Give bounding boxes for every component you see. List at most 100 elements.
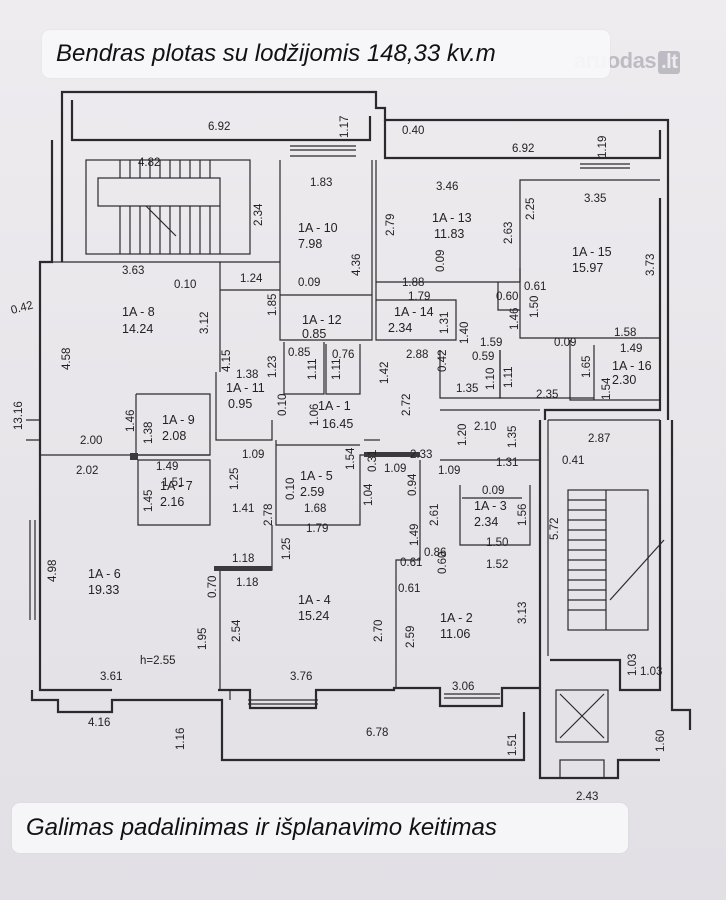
dimension-label: 1.51 (162, 477, 184, 489)
room-label: 1A - 7 (160, 479, 193, 493)
dimension-label: 1.11 (331, 358, 343, 380)
dimension-label: 0.40 (402, 125, 424, 137)
dimension-label: 1.23 (267, 356, 279, 378)
dimension-label: 0.70 (207, 576, 219, 598)
outer-walls (30, 90, 692, 780)
room-label: 1A - 15 (572, 245, 612, 259)
dimension-label: 1.41 (232, 503, 254, 515)
dimension-label: 0.61 (398, 583, 420, 595)
dimension-label: 2.59 (405, 626, 417, 648)
room-label: 1A - 6 (88, 567, 121, 581)
dimension-label: 3.35 (584, 193, 606, 205)
room-area: 2.30 (612, 373, 636, 387)
dimension-label: 0.09 (435, 250, 447, 272)
dimension-label: 2.70 (373, 620, 385, 642)
dimension-label: 1.11 (307, 358, 319, 380)
dimension-label: 1.95 (197, 628, 209, 650)
room-area: 11.83 (434, 227, 464, 241)
dimension-labels: 6.92 1.17 0.40 6.92 1.19 4.82 2.34 1.83 … (10, 116, 667, 803)
dimension-label: 1.31 (496, 457, 518, 469)
room-area: 0.85 (302, 327, 326, 341)
room-area: 19.33 (88, 583, 119, 597)
dimension-label: 2.34 (253, 203, 265, 226)
dimension-label: 2.87 (588, 433, 610, 445)
room-labels: 1A - 1 16.45 1A - 2 11.06 1A - 3 2.34 1A… (88, 211, 652, 641)
dimension-label: 1.10 (485, 368, 497, 390)
watermark-tld: .lt (658, 51, 681, 74)
dimension-label: 1.25 (281, 538, 293, 560)
interior-walls (40, 160, 660, 700)
dimension-label: 0.10 (277, 394, 289, 416)
room-label: 1A - 9 (162, 413, 195, 427)
dimension-label: 0.94 (407, 473, 419, 496)
dimension-label: 4.82 (138, 157, 160, 169)
dimension-label: 1.09 (438, 465, 460, 477)
dimension-label: 1.79 (408, 291, 430, 303)
dimension-label: 1.46 (509, 308, 521, 330)
dimension-label: 0.59 (472, 351, 494, 363)
dimension-label: 2.25 (525, 198, 537, 220)
room-label: 1A - 3 (474, 499, 507, 513)
total-area-caption: Bendras plotas su lodžijomis 148,33 kv.m (56, 40, 496, 67)
dimension-label: 1.31 (439, 312, 451, 334)
dimension-label: 1.09 (242, 449, 264, 461)
dimension-label: 0.42 (437, 350, 449, 372)
dimension-label: 1.35 (456, 383, 478, 395)
dimension-label: 1.42 (379, 362, 391, 384)
room-area: 2.16 (160, 495, 184, 509)
room-area: 2.34 (474, 515, 498, 529)
dimension-label: 1.40 (459, 322, 471, 344)
dimension-label: 5.72 (549, 518, 561, 540)
dimension-label: 4.16 (88, 717, 110, 729)
dimension-label: 1.18 (236, 577, 258, 589)
dimension-label: 1.88 (402, 277, 424, 289)
dimension-label: 1.24 (240, 273, 263, 285)
dimension-label: 2.78 (263, 504, 275, 526)
dimension-label: 0.61 (524, 281, 546, 293)
hatched-walls (130, 452, 420, 571)
dimension-label: 0.41 (562, 455, 584, 467)
dimension-label: 1.17 (339, 116, 351, 138)
dimension-label: 1.49 (156, 461, 178, 473)
dimension-label: 2.10 (474, 421, 496, 433)
dimension-label: 1.56 (517, 504, 529, 526)
dimension-label: 1.04 (363, 483, 375, 506)
dimension-label: 1.06 (309, 404, 321, 426)
room-area: 2.34 (388, 321, 412, 335)
room-area: 15.97 (572, 261, 603, 275)
dimension-label: 2.43 (576, 791, 598, 803)
dimension-label: 2.79 (385, 214, 397, 236)
dimension-label: 4.58 (61, 348, 73, 370)
room-label: 1A - 4 (298, 593, 331, 607)
dimension-label: 13.16 (13, 401, 25, 430)
room-label: 1A - 12 (302, 313, 342, 327)
dimension-label: 1.46 (125, 410, 137, 432)
dimension-label: 1.60 (655, 730, 667, 752)
dimension-label: 1.50 (529, 296, 541, 318)
room-label: 1A - 8 (122, 305, 155, 319)
dimension-label: 1.59 (480, 337, 502, 349)
dimension-label: 6.92 (208, 121, 230, 133)
dimension-label: 1.18 (232, 553, 254, 565)
room-label: 1A - 14 (394, 305, 434, 319)
dimension-label: 0.42 (10, 300, 35, 317)
dimension-label: 1.58 (614, 327, 636, 339)
dimension-label: 2.35 (536, 389, 558, 401)
dimension-label: 3.63 (122, 265, 144, 277)
dimension-label: 1.51 (507, 734, 519, 756)
dimension-label: 3.12 (199, 312, 211, 334)
dimension-label: 3.46 (436, 181, 458, 193)
dimension-label: 1.19 (597, 136, 609, 158)
dimension-label: 3.73 (645, 254, 657, 276)
dimension-label: 2.88 (406, 349, 428, 361)
dimension-label: 1.85 (267, 294, 279, 316)
room-label: 1A - 10 (298, 221, 338, 235)
dimension-label: 0.10 (285, 478, 297, 500)
staircase-top-left (85, 159, 251, 255)
room-label: 1A - 16 (612, 359, 652, 373)
layout-note-banner: Galimas padalinimas ir išplanavimo keiti… (12, 803, 628, 853)
dimension-label: 1.49 (409, 524, 421, 546)
room-label: 1A - 1 (318, 399, 351, 413)
dimension-label: 1.54 (345, 447, 357, 470)
